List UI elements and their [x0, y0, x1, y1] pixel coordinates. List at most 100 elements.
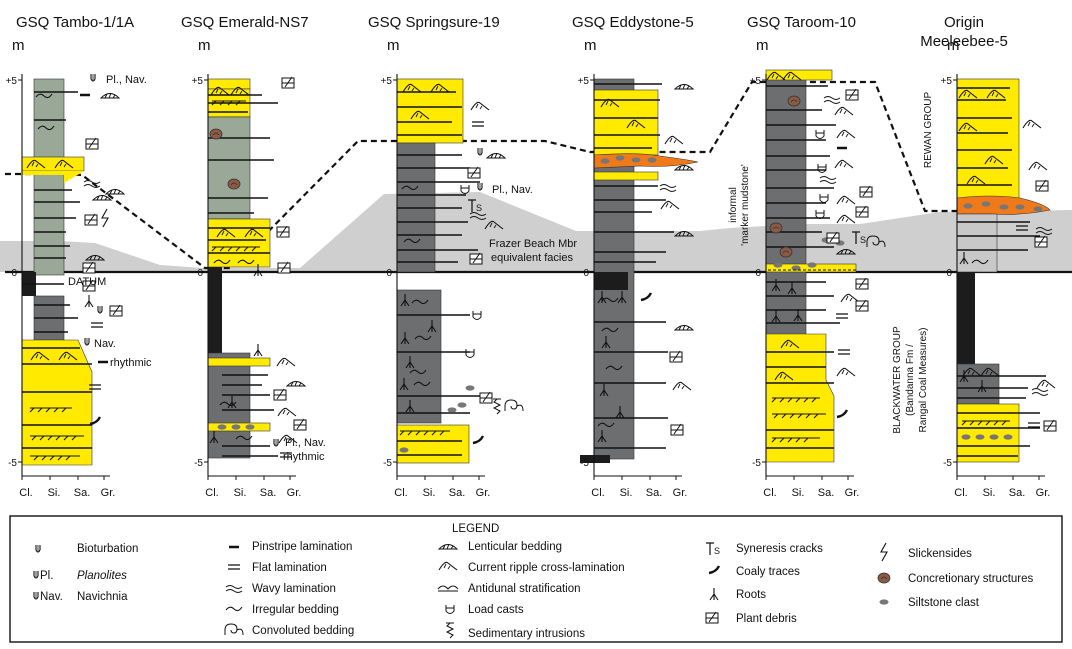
log-eddystone	[580, 78, 699, 463]
blackwater-label-line1: BLACKWATER GROUP	[892, 326, 903, 434]
taroom-grain-label: Gr.	[845, 487, 860, 499]
emerald-rhythmic-note: rhythmic	[283, 451, 325, 463]
springsure-axis-unit: m	[387, 37, 400, 54]
frazer-label-line2: equivalent facies	[491, 252, 573, 264]
meeleebee-axis-unit: m	[947, 37, 960, 54]
legend-label-bioturbation: Bioturbation	[77, 543, 138, 555]
eddystone-tick-label: 0	[583, 268, 589, 279]
legend-prefix-planolites: Pl.	[40, 570, 53, 582]
taroom-tick-label: +5	[750, 76, 762, 87]
log-title-eddystone: GSQ Eddystone-5	[572, 14, 694, 31]
marker-mudstone-label-line1: informal	[728, 187, 739, 223]
eddystone-tick-label: +5	[578, 76, 590, 87]
emerald-tick-label: 0	[197, 268, 203, 279]
tambo-grain-label: Sa.	[74, 487, 91, 499]
siltstone-clast-icon	[879, 599, 889, 605]
springsure-grain-label: Gr.	[476, 487, 491, 499]
tambo-tick-label: -5	[8, 458, 17, 469]
axes-layer: m +5 0 -5Cl. Si. Sa. Gr. m +5 0 -5Cl. Si. Sa. Gr. m +5 0…	[6, 37, 1051, 499]
legend-label-antidunal: Antidunal stratification	[468, 583, 581, 595]
legend-label-current-ripple: Current ripple cross-lamination	[468, 562, 625, 574]
meeleebee-grain-label: Si.	[983, 487, 996, 499]
legend-title: LEGEND	[452, 523, 499, 535]
datum-label: DATUM	[68, 276, 106, 288]
legend-label-navichnia: Navichnia	[77, 591, 128, 603]
legend-label-flat: Flat lamination	[252, 562, 327, 574]
eddystone-grain-label: Cl.	[591, 487, 604, 499]
tambo-rhythmic-note: rhythmic	[110, 357, 152, 369]
log-taroom	[765, 69, 886, 463]
legend-label-plant-debris: Plant debris	[736, 613, 797, 625]
taroom-tick-label: -5	[752, 458, 761, 469]
log-title-springsure: GSQ Springsure-19	[368, 14, 500, 31]
tambo-green-unit	[33, 78, 65, 276]
springsure-grain-label: Si.	[423, 487, 436, 499]
eddystone-tick-label: -5	[580, 458, 589, 469]
legend-label-siltstone-clast: Siltstone clast	[908, 597, 980, 609]
taroom-grain-label: Sa.	[818, 487, 835, 499]
tambo-sand-taper	[22, 171, 84, 183]
eddystone-axis-unit: m	[584, 37, 597, 54]
legend-prefix-navichnia: Nav.	[40, 591, 63, 603]
marker-mudstone-label-line2: 'marker mudstone'	[740, 164, 751, 246]
log-tambo	[21, 73, 125, 466]
emerald-grain-label: Gr.	[287, 487, 302, 499]
eddystone-grain-label: Sa.	[646, 487, 663, 499]
springsure-pl-nav-note: Pl., Nav.	[492, 184, 533, 196]
frazer-label-line1: Frazer Beach Mbr	[489, 238, 577, 250]
legend-label-coaly: Coaly traces	[736, 566, 800, 578]
legend-label-irregular: Irregular bedding	[252, 604, 339, 616]
tambo-pl-nav-note: Pl., Nav.	[106, 74, 147, 86]
legend-label-lenticular: Lenticular bedding	[468, 541, 562, 553]
tambo-sand-top	[21, 156, 85, 172]
tambo-sand-base	[21, 339, 93, 466]
emerald-grain-label: Cl.	[205, 487, 218, 499]
concretionary-structures-icon	[877, 572, 891, 584]
tambo-nav-note: Nav.	[94, 338, 116, 350]
log-title-tambo: GSQ Tambo-1/1A	[16, 14, 134, 31]
taroom-tick-label: 0	[755, 268, 761, 279]
emerald-tick-label: +5	[192, 76, 204, 87]
log-meeleebee	[956, 78, 1057, 463]
log-emerald	[207, 76, 307, 459]
legend-label-sedimentary-intrusions: Sedimentary intrusions	[468, 628, 585, 640]
legend-label-slickensides: Slickensides	[908, 548, 972, 560]
legend-label-wavy: Wavy lamination	[252, 583, 336, 595]
meeleebee-tick-label: +5	[941, 76, 953, 87]
log-springsure	[396, 78, 524, 464]
emerald-tick-label: -5	[194, 458, 203, 469]
log-title-taroom: GSQ Taroom-10	[747, 14, 856, 31]
springsure-tick-label: 0	[386, 268, 392, 279]
tambo-tick-label: 0	[11, 268, 17, 279]
taroom-axis-unit: m	[756, 37, 769, 54]
taroom-grain-label: Si.	[792, 487, 805, 499]
blackwater-label-line3: Rangal Coal Measures)	[918, 327, 929, 432]
legend-box	[9, 515, 1063, 643]
legend-label-roots: Roots	[736, 589, 766, 601]
tambo-grain-label: Cl.	[19, 487, 32, 499]
meeleebee-grain-label: Gr.	[1036, 487, 1051, 499]
emerald-grain-label: Sa.	[260, 487, 277, 499]
tambo-axis-unit: m	[12, 37, 25, 54]
tambo-tick-label: +5	[6, 76, 18, 87]
taroom-grain-label: Cl.	[763, 487, 776, 499]
meeleebee-tick-label: 0	[946, 268, 952, 279]
plant-debris-icon	[705, 611, 719, 624]
tambo-grain-label: Si.	[48, 487, 61, 499]
legend-label-load-casts: Load casts	[468, 604, 524, 616]
legend-label-syneresis: Syneresis cracks	[736, 543, 823, 555]
log-title-meeleebee-line2: Meeleebee-5	[920, 33, 1008, 50]
eddystone-grain-label: Gr.	[673, 487, 688, 499]
legend-label-planolites: Planolites	[77, 570, 127, 582]
meeleebee-grain-label: Cl.	[954, 487, 967, 499]
springsure-grain-label: Sa.	[449, 487, 466, 499]
springsure-tick-label: +5	[381, 76, 393, 87]
log-title-emerald: GSQ Emerald-NS7	[181, 14, 309, 31]
rewan-group-label: REWAN GROUP	[923, 92, 934, 169]
emerald-grain-label: Si.	[234, 487, 247, 499]
meeleebee-tick-label: -5	[943, 458, 952, 469]
legend-label-convoluted: Convoluted bedding	[252, 625, 354, 637]
emerald-axis-unit: m	[198, 37, 211, 54]
meeleebee-grain-label: Sa.	[1009, 487, 1026, 499]
